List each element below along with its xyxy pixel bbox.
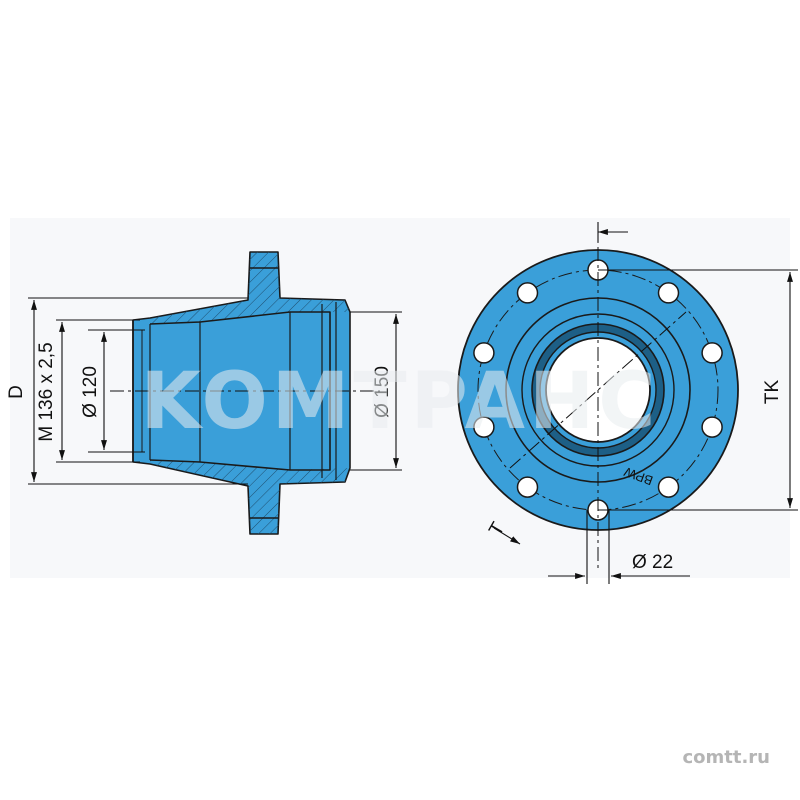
dim-dia120-label: Ø 120: [80, 366, 101, 418]
bolt-hole: [701, 416, 723, 438]
side-dimensions: [28, 297, 402, 485]
bolt-hole: [473, 342, 495, 364]
dim-d-label: D: [6, 385, 27, 399]
bolt-hole: [657, 476, 680, 498]
hub-wall-hatch-bottom: [150, 460, 350, 534]
bolt-hole: [516, 282, 539, 304]
watermark: KOMTPAHC: [141, 357, 660, 447]
dim-tk-label: TK: [762, 380, 783, 405]
hub-wall-hatch-top: [150, 252, 350, 324]
dim-dia150-label: Ø 150: [372, 366, 393, 418]
bolt-hole: [701, 342, 723, 364]
bolt-hole: [516, 476, 539, 498]
bolt-hole: [473, 416, 495, 438]
dim-dia22-label: Ø 22: [632, 552, 673, 573]
front-centerlines: [509, 222, 687, 570]
site-label: comtt.ru: [682, 747, 770, 768]
dim-thread-label: M 136 x 2,5: [36, 342, 57, 441]
bolt-holes: [473, 259, 723, 521]
front-dimensions: [493, 222, 798, 584]
section-mark-bottom: [493, 527, 521, 545]
bolt-hole: [657, 282, 680, 304]
